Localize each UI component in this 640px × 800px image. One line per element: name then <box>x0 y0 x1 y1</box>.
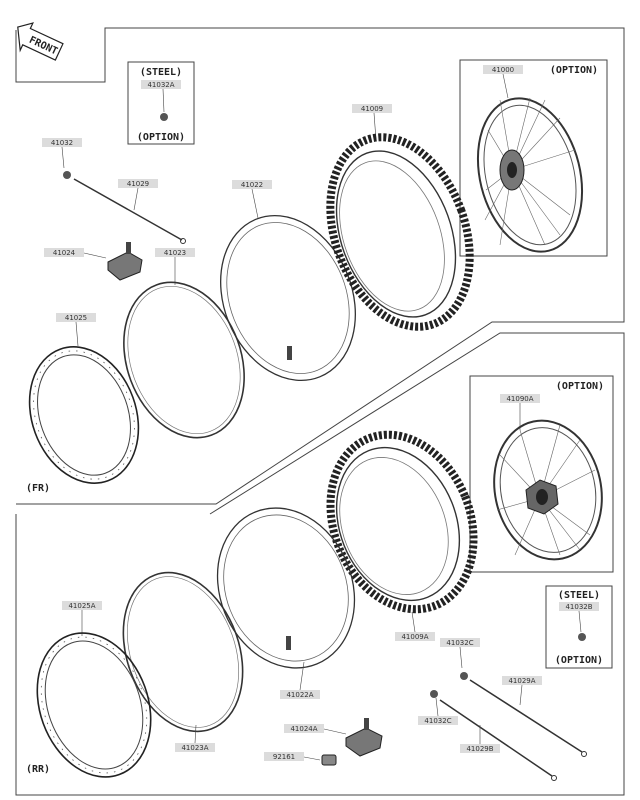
rear-steel-option-box: (STEEL) 41032B (OPTION) <box>545 585 613 669</box>
front-nipple-group: 41032 <box>42 138 82 179</box>
part-label-41032B: 41032B <box>565 603 592 611</box>
tire-icon <box>326 430 478 614</box>
part-label-41009: 41009 <box>361 105 383 113</box>
steel-option-footer: (OPTION) <box>555 655 603 666</box>
rim-icon <box>36 632 152 778</box>
part-label-41024: 41024 <box>53 249 76 257</box>
part-label-41025A: 41025A <box>68 602 95 610</box>
front-rim-band-group: 41023 <box>123 248 245 439</box>
front-section-frame <box>15 27 625 505</box>
tire-icon <box>326 133 474 331</box>
spoke-icon <box>469 679 583 753</box>
spoke-wheel-icon <box>493 419 603 561</box>
spoke-icon <box>439 699 553 777</box>
part-label-41022: 41022 <box>241 181 263 189</box>
nipple-icon <box>430 690 438 698</box>
front-rim-lock-group: 41024 <box>44 242 143 281</box>
front-tire-group: 41009 <box>326 104 474 331</box>
part-label-41032A: 41032A <box>147 81 174 89</box>
rear-wheel-option-box: 41090A (OPTION) <box>469 375 614 573</box>
steel-heading: (STEEL) <box>140 67 182 78</box>
part-label-41090A: 41090A <box>506 395 533 403</box>
part-label-41024A: 41024A <box>290 725 317 733</box>
part-label-41000: 41000 <box>492 66 514 74</box>
option-note: (OPTION) <box>556 381 604 392</box>
part-label-41022A: 41022A <box>286 691 313 699</box>
front-steel-option-box: (STEEL) 41032A (OPTION) <box>127 61 195 145</box>
rim-icon <box>28 346 140 484</box>
part-label-41009A: 41009A <box>401 633 428 641</box>
part-label-92161: 92161 <box>273 753 295 761</box>
rear-rim-lock-group: 41024A <box>284 718 383 757</box>
part-label-41032C: 41032C <box>446 639 473 647</box>
option-note: (OPTION) <box>550 65 598 76</box>
front-rim-group: 41025 <box>28 313 140 484</box>
rear-cap-group: 92161 <box>264 752 337 766</box>
spoke-wheel-icon <box>476 97 584 253</box>
rear-tube-group: 41022A <box>216 507 356 699</box>
part-label-41023: 41023 <box>164 249 186 257</box>
tube-icon <box>220 214 356 382</box>
tube-icon <box>216 507 356 669</box>
steel-heading: (STEEL) <box>558 590 600 601</box>
front-section-label: (FR) <box>26 483 50 494</box>
front-tube-group: 41022 <box>220 180 356 382</box>
part-label-41025: 41025 <box>65 314 87 322</box>
nipple-icon <box>578 633 586 641</box>
nipple-icon <box>160 113 168 121</box>
front-arrow-icon: FRONT <box>17 22 64 61</box>
steel-option-footer: (OPTION) <box>137 132 185 143</box>
front-spoke-group: 41029 <box>73 178 186 244</box>
rim-band-icon <box>123 281 245 439</box>
rear-spoke-group-1: 41029A <box>469 676 587 757</box>
front-wheel-option-box: 41000 (OPTION) <box>459 59 608 257</box>
rear-section-label: (RR) <box>26 764 50 775</box>
rim-lock-icon <box>345 718 383 757</box>
nipple-icon <box>460 672 468 680</box>
rear-section-frame <box>15 332 625 796</box>
nipple-icon <box>63 171 71 179</box>
part-label-41029A: 41029A <box>508 677 535 685</box>
part-label-41029: 41029 <box>127 180 149 188</box>
spoke-icon <box>73 178 183 241</box>
rear-nipple-group-2: 41032C <box>418 690 458 725</box>
part-label-41032C: 41032C <box>424 717 451 725</box>
rim-band-icon <box>122 571 244 733</box>
rear-rim-band-group: 41023A <box>122 571 244 752</box>
cap-icon <box>321 754 337 766</box>
part-label-41023A: 41023A <box>181 744 208 752</box>
part-label-41029B: 41029B <box>466 745 493 753</box>
rim-lock-icon <box>107 242 143 281</box>
rear-spoke-group-2: 41029B <box>439 699 557 781</box>
rear-rim-group: 41025A <box>36 601 152 778</box>
rear-tire-group: 41009A <box>326 430 478 641</box>
part-label-41032: 41032 <box>51 139 73 147</box>
rear-nipple-group-1: 41032C <box>440 638 480 680</box>
